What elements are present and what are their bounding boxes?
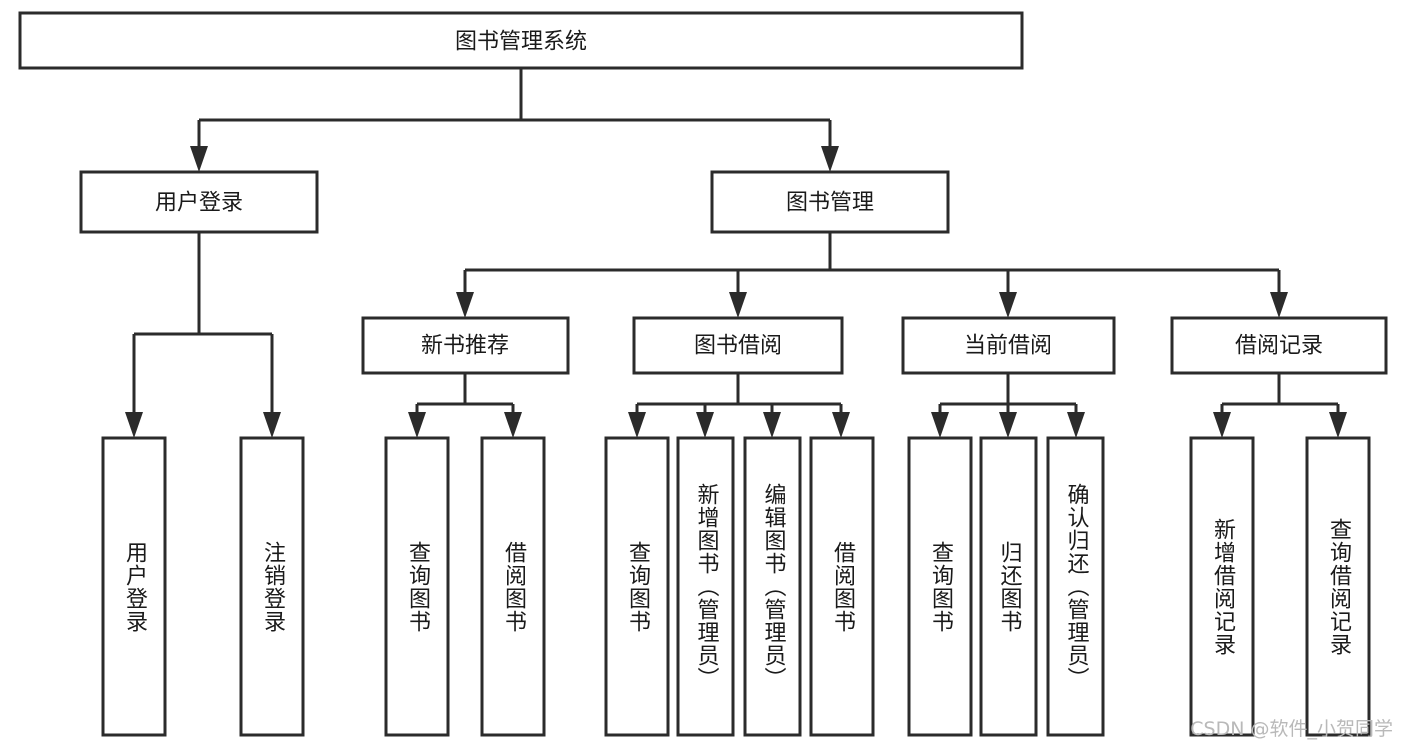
node-box-current-borrow[interactable] <box>901 316 1116 375</box>
arrow-head-current-borrow <box>999 292 1017 318</box>
arrow-head-book-manage <box>821 146 839 172</box>
node-box-leaf-5[interactable] <box>604 436 670 737</box>
arrow-head-leaf-4 <box>504 412 522 438</box>
node-box-leaf-8[interactable] <box>809 436 875 737</box>
node-box-leaf-1[interactable] <box>101 436 167 737</box>
node-box-borrow-record[interactable] <box>1170 316 1388 375</box>
node-label-user-login: 用户登录 <box>155 191 243 216</box>
node-box-leaf-10[interactable] <box>979 436 1038 737</box>
arrow-head-leaf-3 <box>408 412 426 438</box>
arrow-head-leaf-12 <box>1213 412 1231 438</box>
arrow-head-leaf-5 <box>628 412 646 438</box>
arrow-head-leaf-8 <box>832 412 850 438</box>
node-box-book-manage[interactable] <box>710 170 950 234</box>
arrow-head-leaf-10 <box>999 412 1017 438</box>
arrow-head-leaf-2 <box>263 412 281 438</box>
node-box-new-book-rec[interactable] <box>361 316 570 375</box>
node-label-book-manage: 图书管理 <box>786 191 874 216</box>
node-box-leaf-12[interactable] <box>1189 436 1255 737</box>
arrow-head-new-book-rec <box>456 292 474 318</box>
node-box-leaf-11[interactable] <box>1046 436 1105 737</box>
node-label-book-borrow: 图书借阅 <box>694 334 782 359</box>
arrow-head-book-borrow <box>729 292 747 318</box>
horizontal-label-layer: 图书管理系统 用户登录 图书管理 新书推荐 图书借阅 当前借阅 借阅记录 <box>155 30 1323 359</box>
node-label-current-borrow: 当前借阅 <box>964 334 1052 359</box>
node-label-new-book-rec: 新书推荐 <box>421 334 509 359</box>
node-box-user-login[interactable] <box>79 170 319 234</box>
arrow-head-leaf-1 <box>125 412 143 438</box>
node-box-leaf-2[interactable] <box>239 436 305 737</box>
connector-layer <box>125 68 1347 438</box>
node-box-leaf-7[interactable] <box>743 436 802 737</box>
arrow-head-leaf-11 <box>1067 412 1085 438</box>
node-label-borrow-record: 借阅记录 <box>1235 334 1323 359</box>
node-box-leaf-4[interactable] <box>480 436 546 737</box>
node-box-leaf-9[interactable] <box>907 436 973 737</box>
node-layer <box>18 11 1388 737</box>
node-box-leaf-6[interactable] <box>676 436 735 737</box>
arrow-head-borrow-record <box>1270 292 1288 318</box>
node-label-root: 图书管理系统 <box>455 30 587 55</box>
arrow-head-leaf-6 <box>696 412 714 438</box>
node-box-root[interactable] <box>18 11 1024 70</box>
arrow-head-leaf-13 <box>1329 412 1347 438</box>
node-box-leaf-13[interactable] <box>1305 436 1371 737</box>
node-box-leaf-3[interactable] <box>384 436 450 737</box>
node-box-book-borrow[interactable] <box>632 316 844 375</box>
arrow-head-leaf-9 <box>931 412 949 438</box>
arrow-head-user-login <box>190 146 208 172</box>
csdn-watermark: CSDN @软件_小贺同学 <box>1190 718 1393 740</box>
arrow-head-leaf-7 <box>763 412 781 438</box>
